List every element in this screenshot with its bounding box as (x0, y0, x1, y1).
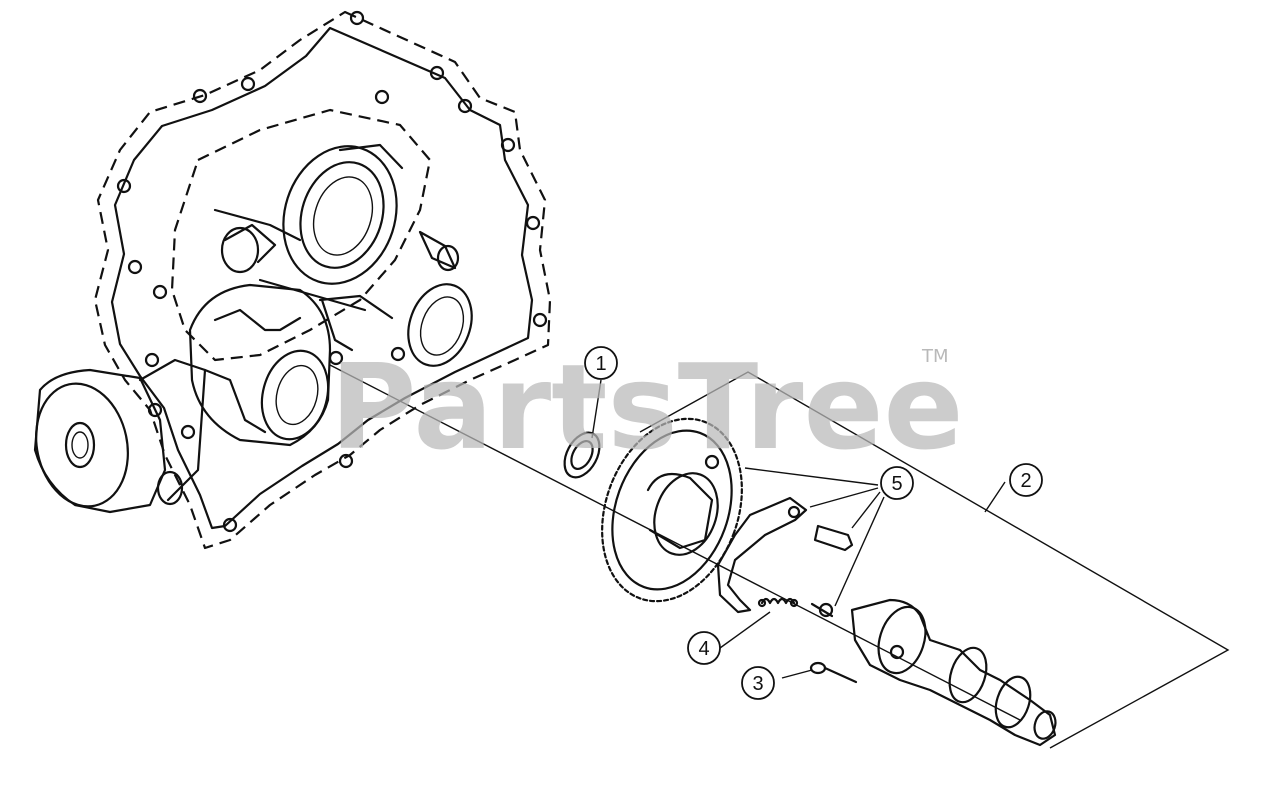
callout-number: 2 (1020, 470, 1031, 492)
governor-spring (757, 597, 799, 608)
assembly-axis-line (329, 364, 1021, 721)
callout-4[interactable]: 4 (687, 631, 721, 665)
callout-5[interactable]: 5 (880, 466, 914, 500)
callout-number: 3 (752, 673, 763, 695)
cam-gear (601, 417, 743, 603)
watermark-text: PartsTree (330, 338, 964, 476)
callout-1[interactable]: 1 (584, 346, 618, 380)
callout-number: 1 (595, 353, 606, 375)
assembly-bracket (639, 371, 1230, 749)
pin (809, 661, 858, 684)
crankcase-housing (93, 10, 552, 550)
trademark-symbol: TM (921, 346, 949, 367)
camshaft (850, 598, 1057, 747)
callout-number: 5 (891, 473, 902, 495)
governor-flyweight (716, 496, 808, 614)
watermark: PartsTree TM (330, 338, 964, 476)
pto-housing (33, 358, 207, 514)
governor-bolt (810, 524, 854, 618)
callout-3[interactable]: 3 (741, 666, 775, 700)
callout-number: 4 (698, 638, 709, 660)
leader-lines (591, 379, 1006, 679)
callout-2[interactable]: 2 (1009, 463, 1043, 497)
